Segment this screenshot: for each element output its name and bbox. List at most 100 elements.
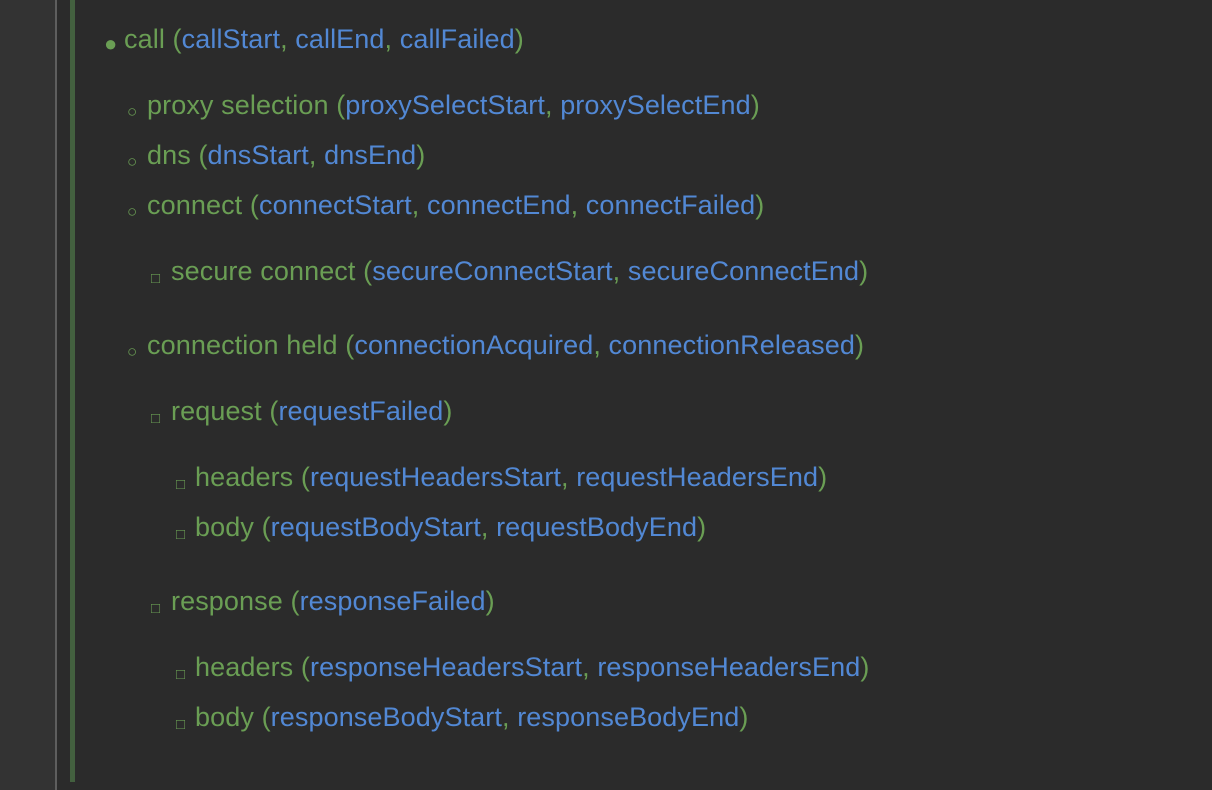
panel-divider (55, 0, 57, 790)
open-paren: ( (300, 652, 310, 682)
open-paren: ( (261, 702, 271, 732)
identifier-separator: , (582, 652, 598, 682)
list-item: secure connect (secureConnectStart, secu… (171, 256, 868, 286)
open-paren: ( (261, 512, 271, 542)
identifier-separator: , (411, 190, 427, 220)
event-identifier: responseBodyStart (270, 702, 502, 732)
list-item: headers (responseHeadersStart, responseH… (195, 652, 869, 682)
square-bullet-icon: □ (151, 410, 161, 427)
space (293, 462, 301, 492)
circle-bullet-icon: ○ (127, 202, 138, 221)
list-item: headers (requestHeadersStart, requestHea… (195, 462, 827, 492)
circle-bullet-icon: ○ (127, 342, 138, 361)
identifier-separator: , (570, 190, 586, 220)
list-item-label: request (171, 396, 262, 426)
list-item-label: response (171, 586, 283, 616)
close-paren: ) (416, 140, 426, 170)
list-item-label: connect (147, 190, 243, 220)
open-paren: ( (336, 90, 346, 120)
event-identifier: connectStart (258, 190, 412, 220)
event-identifier: proxySelectStart (345, 90, 545, 120)
left-gutter-panel (0, 0, 55, 790)
close-paren: ) (855, 330, 865, 360)
space (165, 24, 173, 54)
close-paren: ) (755, 190, 765, 220)
event-identifier: callFailed (399, 24, 515, 54)
event-identifier: dnsEnd (324, 140, 417, 170)
space (254, 512, 262, 542)
identifier-separator: , (544, 90, 561, 120)
list-item-label: call (124, 24, 165, 54)
event-identifier: secureConnectStart (372, 256, 613, 286)
event-identifier: callEnd (295, 24, 385, 54)
list-item-label: secure connect (171, 256, 356, 286)
square-bullet-icon: □ (176, 476, 186, 493)
identifier-separator: , (561, 462, 577, 492)
list-item-label: headers (195, 462, 294, 492)
list-item-label: proxy selection (147, 90, 329, 120)
open-paren: ( (300, 462, 310, 492)
list-item: body (requestBodyStart, requestBodyEnd) (195, 512, 706, 542)
list-item-label: headers (195, 652, 294, 682)
identifier-separator: , (480, 512, 497, 542)
list-item-label: connection held (147, 330, 338, 360)
space (242, 190, 250, 220)
list-item: connection held (connectionAcquired, con… (147, 330, 864, 360)
event-identifier: connectionReleased (608, 330, 856, 360)
space (293, 652, 301, 682)
event-identifier: callStart (181, 24, 281, 54)
close-paren: ) (859, 256, 869, 286)
square-bullet-icon: □ (151, 600, 161, 617)
close-paren: ) (860, 652, 870, 682)
close-paren: ) (485, 586, 495, 616)
event-identifier: responseFailed (299, 586, 486, 616)
event-identifier: requestHeadersStart (309, 462, 562, 492)
event-identifier: secureConnectEnd (627, 256, 860, 286)
square-bullet-icon: □ (151, 270, 161, 287)
disc-bullet-icon: ● (104, 31, 118, 56)
identifier-separator: , (280, 24, 296, 54)
event-identifier: connectFailed (585, 190, 756, 220)
open-paren: ( (345, 330, 355, 360)
list-item: dns (dnsStart, dnsEnd) (147, 140, 425, 170)
open-paren: ( (269, 396, 279, 426)
list-item: body (responseBodyStart, responseBodyEnd… (195, 702, 748, 732)
identifier-separator: , (612, 256, 628, 286)
identifier-separator: , (502, 702, 518, 732)
space (254, 702, 262, 732)
event-identifier: responseBodyEnd (517, 702, 740, 732)
close-paren: ) (514, 24, 524, 54)
square-bullet-icon: □ (176, 666, 186, 683)
open-paren: ( (198, 140, 208, 170)
space (356, 256, 364, 286)
list-item-label: body (195, 702, 254, 732)
blockquote-accent-bar (70, 0, 75, 782)
identifier-separator: , (384, 24, 400, 54)
event-identifier: requestHeadersEnd (576, 462, 819, 492)
list-item: response (responseFailed) (171, 586, 495, 616)
event-identifier: requestBodyStart (270, 512, 481, 542)
list-item-label: dns (147, 140, 191, 170)
close-paren: ) (697, 512, 707, 542)
event-identifier: connectionAcquired (354, 330, 594, 360)
circle-bullet-icon: ○ (127, 152, 138, 171)
list-item: proxy selection (proxySelectStart, proxy… (147, 90, 760, 120)
identifier-separator: , (593, 330, 609, 360)
event-identifier: connectEnd (426, 190, 571, 220)
list-item-label: body (195, 512, 254, 542)
event-identifier: responseHeadersEnd (597, 652, 861, 682)
event-identifier: responseHeadersStart (309, 652, 583, 682)
open-paren: ( (363, 256, 373, 286)
content-area (57, 0, 1212, 790)
list-item: request (requestFailed) (171, 396, 452, 426)
event-identifier: requestFailed (278, 396, 444, 426)
event-identifier: requestBodyEnd (496, 512, 698, 542)
event-identifier: proxySelectEnd (560, 90, 751, 120)
list-item: call (callStart, callEnd, callFailed) (124, 24, 524, 54)
circle-bullet-icon: ○ (127, 102, 138, 121)
open-paren: ( (249, 190, 259, 220)
event-identifier: dnsStart (207, 140, 309, 170)
square-bullet-icon: □ (176, 716, 186, 733)
